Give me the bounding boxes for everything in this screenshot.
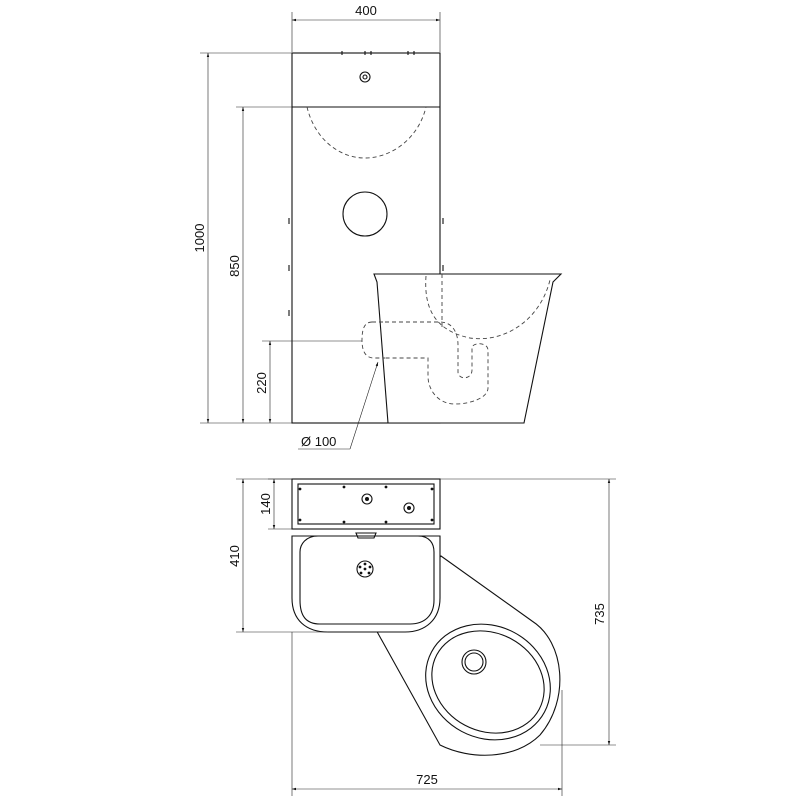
front-elevation [288,51,563,424]
flush-button-icon [359,71,371,83]
width-725-label: 725 [416,772,438,787]
depth-410-label: 410 [227,545,242,567]
hidden-bowl-outline [425,275,551,340]
toilet-outlet-icon [461,649,487,675]
top-edge-marks [288,51,444,316]
depth-140-label: 140 [258,493,273,515]
toilet-plan-outline [374,555,561,756]
cabinet-top-inner [297,483,435,525]
pipe-diameter-label: Ø 100 [301,434,336,449]
plan-view [291,478,561,756]
toilet-seat-outer [425,623,551,741]
elevation-dimensions: 400 1000 850 220 Ø 100 [192,3,441,450]
height-1000-label: 1000 [192,224,207,253]
plan-dimensions: 140 410 735 725 [227,478,616,796]
cabinet-screw-marks [298,485,434,524]
wash-basin-inner [299,535,435,625]
cabinet-top-plan [291,478,441,530]
cabinet-body [291,52,441,424]
hidden-basin-outline [306,106,427,159]
basin-drain-icon [356,560,374,578]
toilet-pan [373,273,563,424]
basin-overflow-slot [355,532,377,539]
tap-hole-right-icon [403,502,415,514]
width-400-label: 400 [355,3,377,18]
outlet-pipe-outline [361,321,385,359]
toilet-seat-inner [431,630,545,734]
hidden-trap-outline [385,321,489,405]
height-850-label: 850 [227,255,242,277]
depth-735-label: 735 [592,603,607,625]
tap-hole-left-icon [361,493,373,505]
height-220-label: 220 [254,372,269,394]
access-panel-icon [342,191,388,237]
